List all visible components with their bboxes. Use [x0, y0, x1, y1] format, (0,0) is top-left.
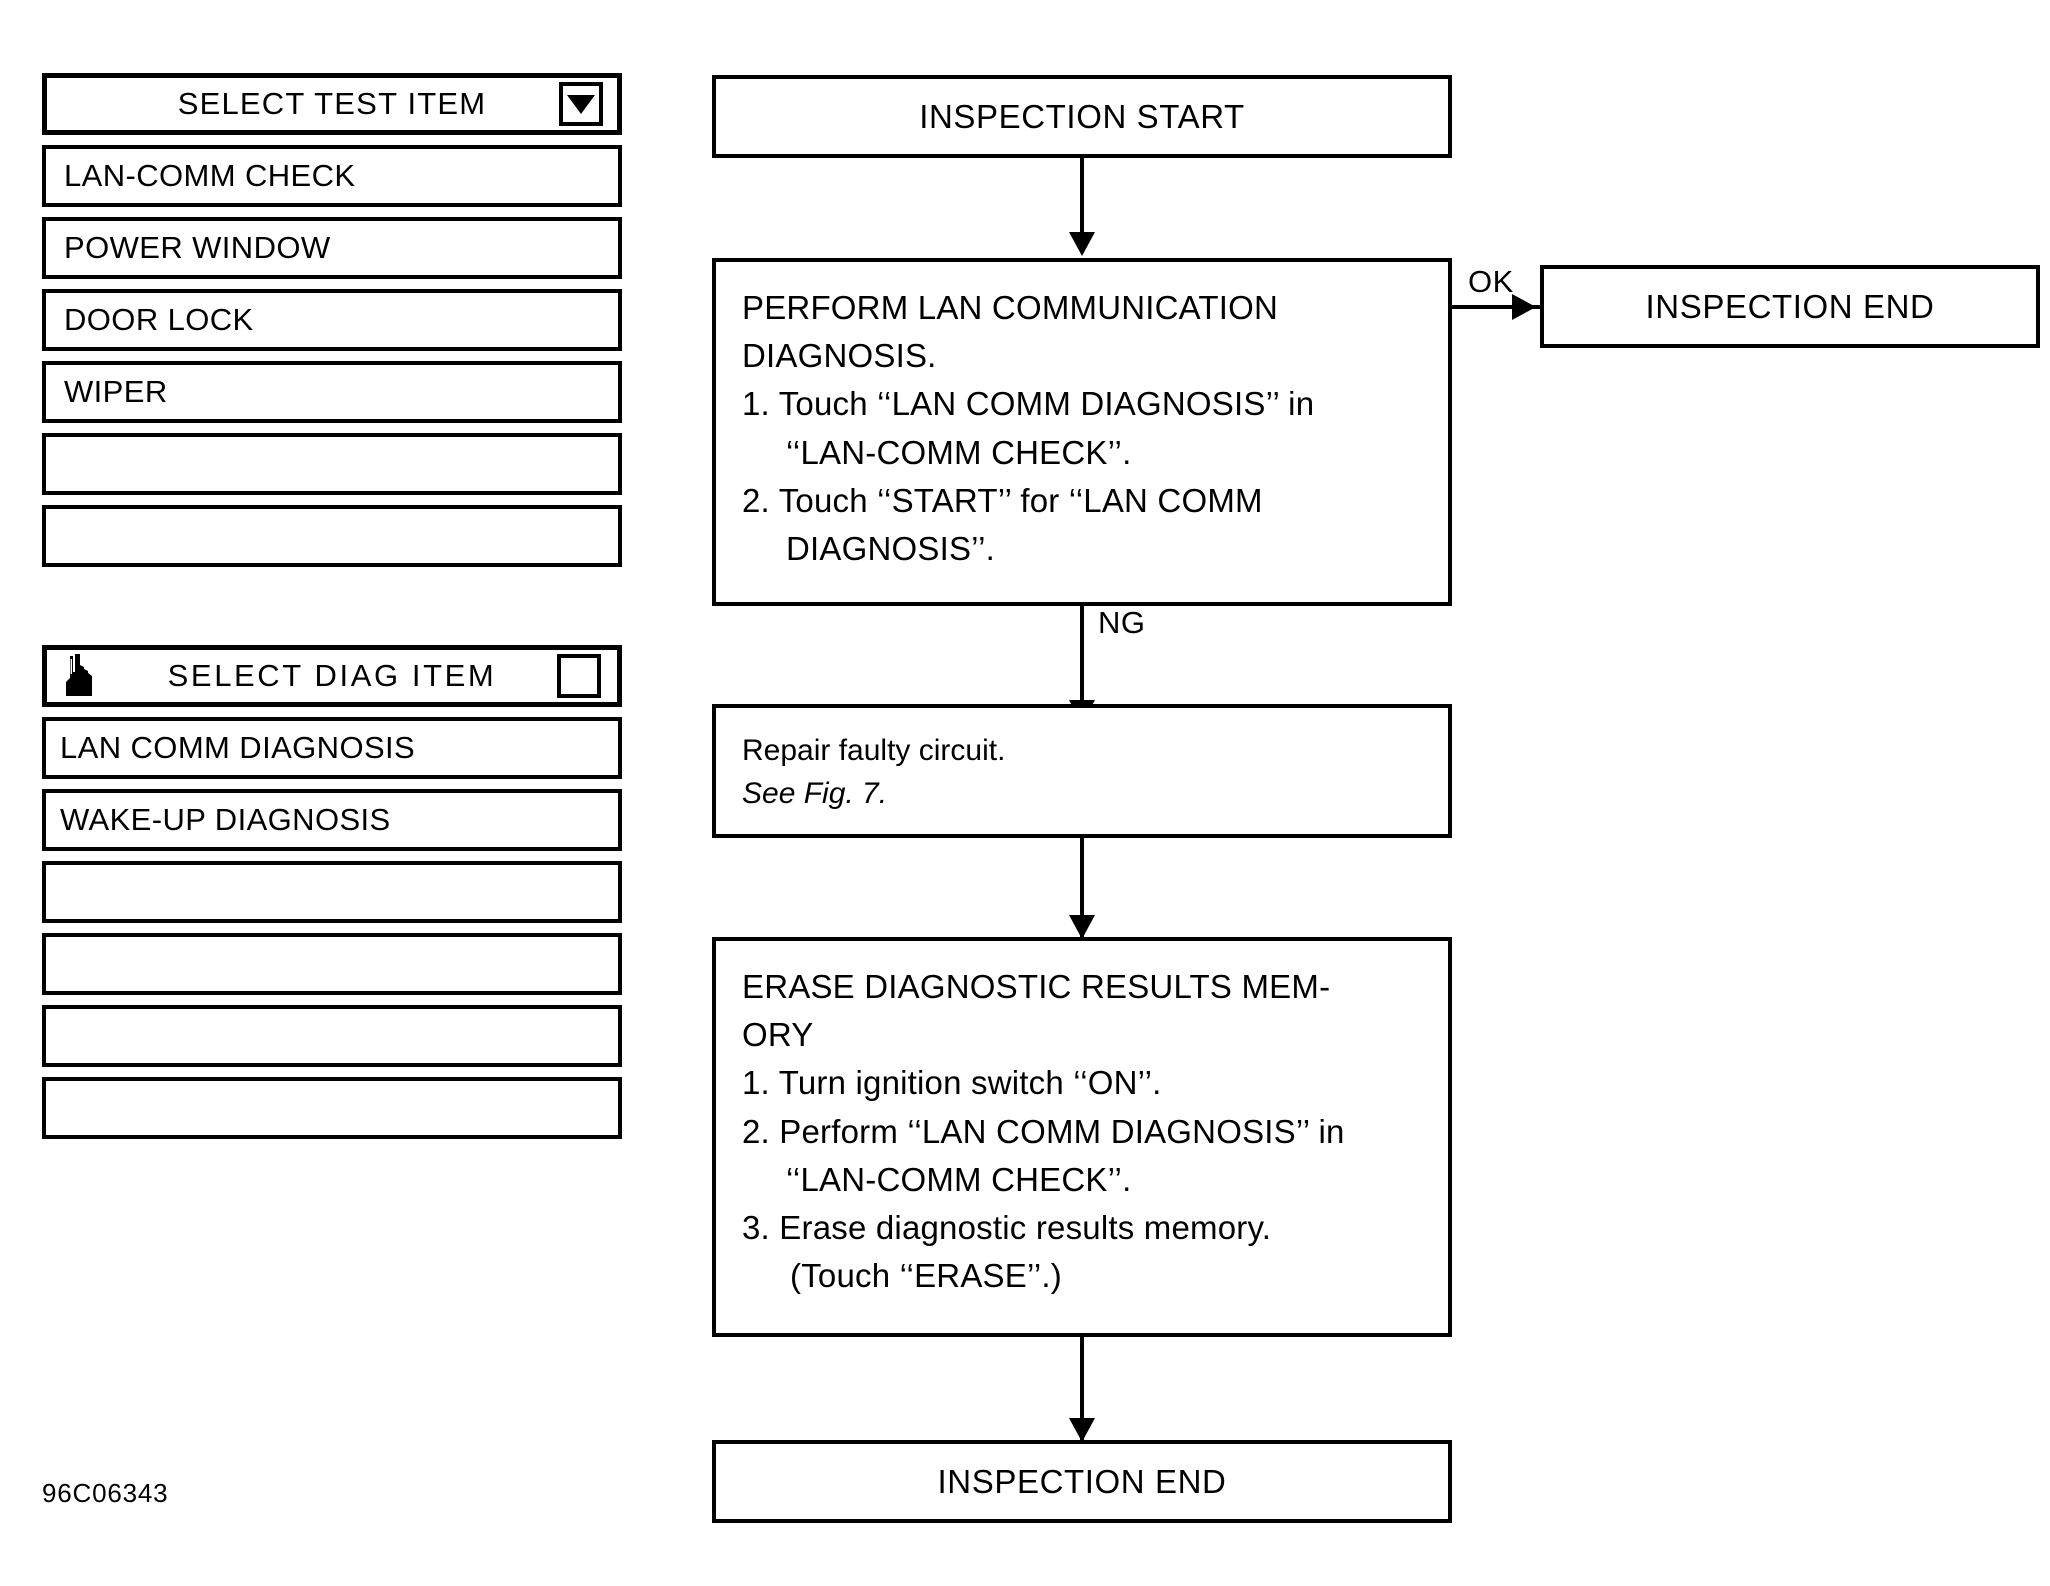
repair-line-1: Repair faulty circuit.	[742, 734, 1006, 767]
flow-node-erase-diagnostic-results-memory: ERASE DIAGNOSTIC RESULTS MEM- ORY 1. Tur…	[712, 937, 1452, 1337]
chevron-down-icon	[567, 94, 595, 114]
erase-memory-line-6: 3. Erase diagnostic results memory.	[742, 1208, 1272, 1246]
perform-lan-line-6: DIAGNOSIS’’.	[786, 529, 996, 567]
test-item-label-1: LAN-COMM CHECK	[64, 158, 356, 193]
erase-memory-line-4: 2. Perform ‘‘LAN COMM DIAGNOSIS’’ in	[742, 1112, 1345, 1150]
test-item-label-2: POWER WINDOW	[64, 230, 331, 265]
flow-node-inspection-start: INSPECTION START	[712, 75, 1452, 158]
test-item-row-5[interactable]	[42, 433, 622, 495]
diag-item-row-3[interactable]	[42, 861, 622, 923]
test-item-row-6[interactable]	[42, 505, 622, 567]
pointing-hand-icon	[61, 652, 97, 700]
arrow-erase-to-inspection-end	[1069, 1418, 1095, 1442]
erase-memory-body: ERASE DIAGNOSTIC RESULTS MEM- ORY 1. Tur…	[716, 941, 1448, 1300]
connector-start-to-perform	[1080, 158, 1084, 236]
dropdown-triangle-box-icon[interactable]	[559, 82, 603, 126]
select-test-item-header-label: SELECT TEST ITEM	[177, 86, 487, 121]
repair-body: Repair faulty circuit. See Fig. 7.	[716, 708, 1448, 815]
select-diag-item-header-label: SELECT DIAG ITEM	[167, 658, 497, 693]
connector-repair-to-erase	[1080, 838, 1084, 938]
test-item-label-4: WIPER	[64, 374, 168, 409]
inspection-end-final-label: INSPECTION END	[937, 1462, 1227, 1500]
perform-lan-line-3: 1. Touch ‘‘LAN COMM DIAGNOSIS’’ in	[742, 385, 1315, 423]
select-test-item-header[interactable]: SELECT TEST ITEM	[42, 73, 622, 135]
arrow-ok-to-inspection-end	[1512, 294, 1536, 320]
erase-memory-line-1: ERASE DIAGNOSTIC RESULTS MEM-	[742, 968, 1331, 1005]
diag-item-row-1[interactable]: LAN COMM DIAGNOSIS	[42, 717, 622, 779]
perform-lan-body: PERFORM LAN COMMUNICATION DIAGNOSIS. 1. …	[716, 262, 1448, 573]
erase-memory-line-2: ORY	[742, 1016, 814, 1054]
arrow-repair-to-erase	[1069, 915, 1095, 939]
edge-label-ok: OK	[1468, 264, 1514, 299]
connector-ok-branch	[1452, 305, 1542, 309]
perform-lan-line-5: 2. Touch ‘‘START’’ for ‘‘LAN COMM	[742, 481, 1263, 519]
inspection-start-label: INSPECTION START	[919, 97, 1245, 135]
diag-item-row-5[interactable]	[42, 1005, 622, 1067]
diag-item-row-4[interactable]	[42, 933, 622, 995]
test-item-row-1[interactable]: LAN-COMM CHECK	[42, 145, 622, 207]
perform-lan-line-1: PERFORM LAN COMMUNICATION	[742, 289, 1279, 326]
select-diag-item-header[interactable]: SELECT DIAG ITEM	[42, 645, 622, 707]
erase-memory-line-5: ‘‘LAN-COMM CHECK’’.	[786, 1160, 1132, 1198]
erase-memory-line-3: 1. Turn ignition switch ‘‘ON’’.	[742, 1064, 1162, 1102]
flow-node-perform-lan-diagnosis: PERFORM LAN COMMUNICATION DIAGNOSIS. 1. …	[712, 258, 1452, 606]
diag-item-label-1: LAN COMM DIAGNOSIS	[60, 730, 416, 765]
arrow-start-to-perform	[1069, 232, 1095, 256]
flow-node-inspection-end-ok: INSPECTION END	[1540, 265, 2040, 348]
perform-lan-line-2: DIAGNOSIS.	[742, 337, 937, 375]
inspection-end-ok-label: INSPECTION END	[1645, 287, 1935, 325]
edge-label-ng: NG	[1098, 605, 1146, 640]
flow-node-repair-faulty-circuit: Repair faulty circuit. See Fig. 7.	[712, 704, 1452, 838]
diag-item-label-2: WAKE-UP DIAGNOSIS	[60, 802, 391, 837]
perform-lan-line-4: ‘‘LAN-COMM CHECK’’.	[786, 433, 1132, 471]
test-item-label-3: DOOR LOCK	[64, 302, 254, 337]
test-item-row-4[interactable]: WIPER	[42, 361, 622, 423]
connector-erase-to-inspection-end	[1080, 1337, 1084, 1442]
test-item-row-3[interactable]: DOOR LOCK	[42, 289, 622, 351]
connector-perform-to-repair	[1080, 606, 1084, 706]
diag-item-row-6[interactable]	[42, 1077, 622, 1139]
empty-box-icon[interactable]	[557, 654, 601, 698]
erase-memory-line-7: (Touch ‘‘ERASE’’.)	[790, 1257, 1062, 1295]
diag-item-row-2[interactable]: WAKE-UP DIAGNOSIS	[42, 789, 622, 851]
test-item-row-2[interactable]: POWER WINDOW	[42, 217, 622, 279]
figure-code: 96C06343	[42, 1478, 169, 1508]
repair-line-2: See Fig. 7.	[742, 776, 888, 810]
flow-node-inspection-end-final: INSPECTION END	[712, 1440, 1452, 1523]
